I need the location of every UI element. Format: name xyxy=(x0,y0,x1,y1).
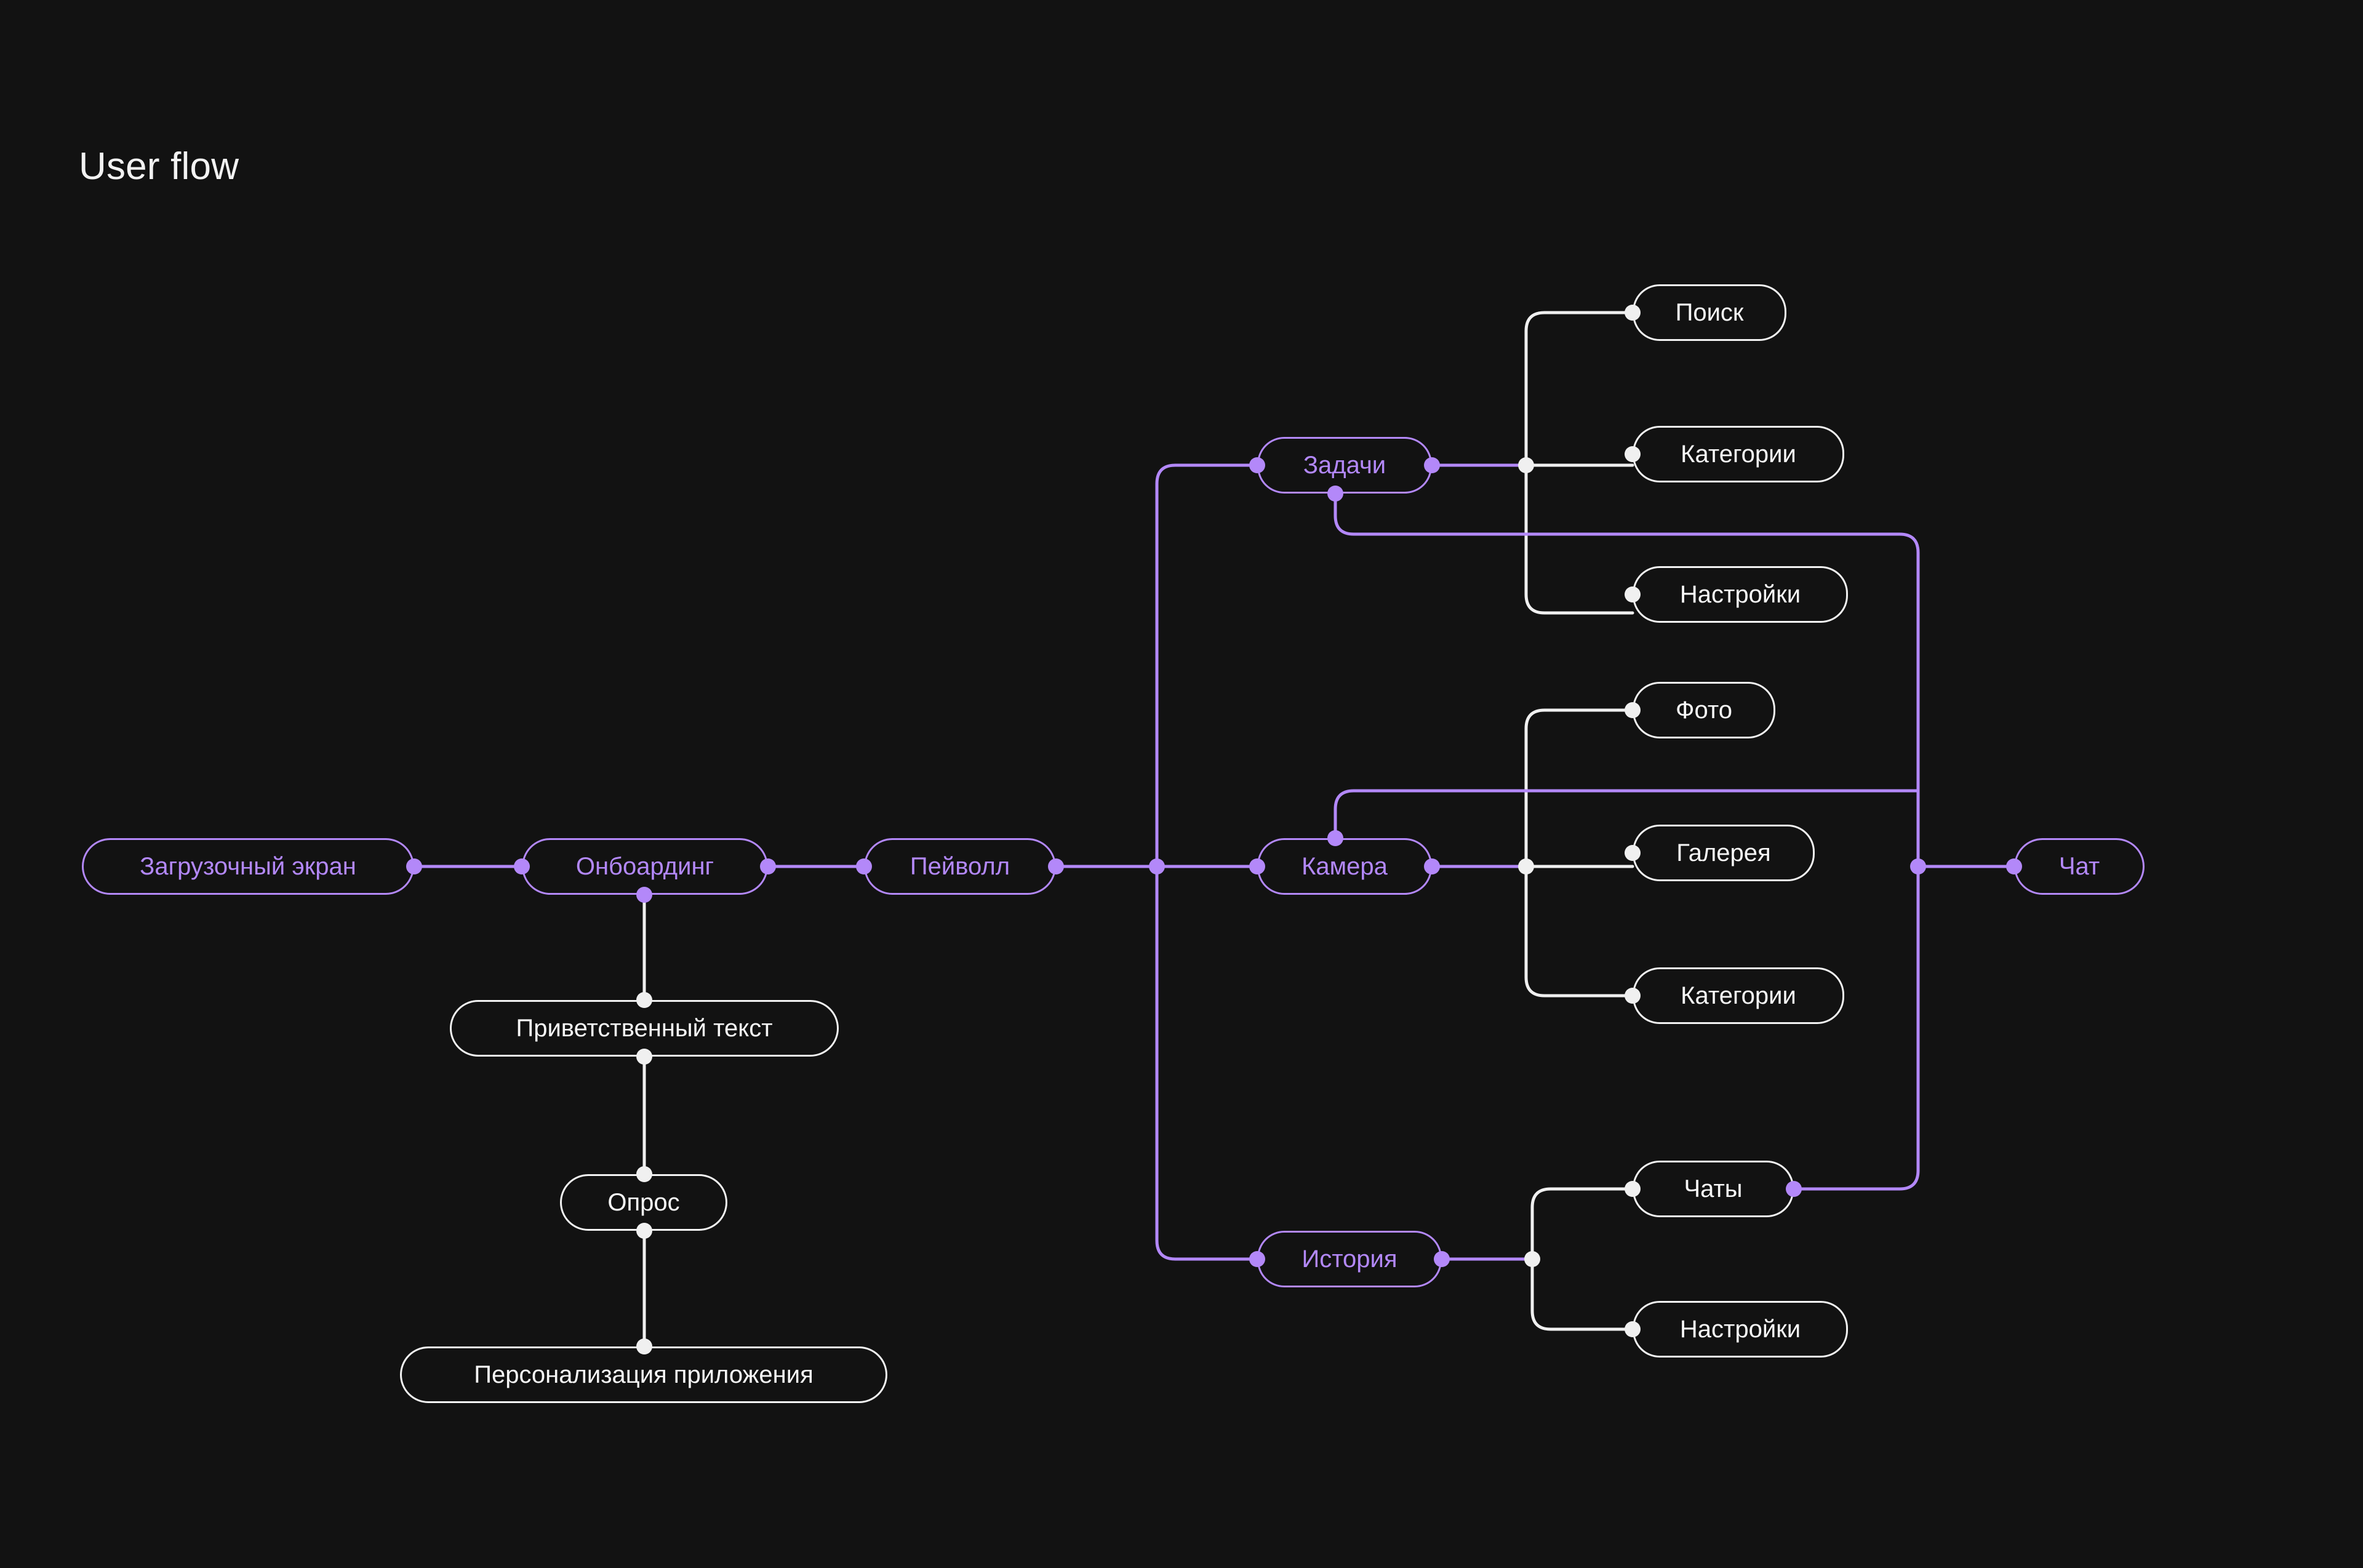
node-search[interactable]: Поиск xyxy=(1633,284,1786,341)
connector-dot-search-left[interactable] xyxy=(1625,305,1641,321)
node-label: Поиск xyxy=(1675,299,1744,326)
connector-dot-camera-branch-junction[interactable] xyxy=(1518,858,1534,874)
node-label: Чат xyxy=(2058,853,2100,880)
node-label: История xyxy=(1301,1246,1397,1273)
node-label: Опрос xyxy=(607,1189,680,1216)
connector-dot-survey-bottom[interactable] xyxy=(636,1223,652,1239)
edge-chats-chat xyxy=(1792,860,1920,1191)
node-label: Чаты xyxy=(1684,1175,1743,1202)
connector-dot-settings-tasks-left[interactable] xyxy=(1625,586,1641,602)
node-chats[interactable]: Чаты xyxy=(1633,1161,1794,1217)
connector-dot-history-right[interactable] xyxy=(1434,1251,1450,1267)
node-label: Галерея xyxy=(1676,839,1771,866)
connector-dot-photo-left[interactable] xyxy=(1625,702,1641,718)
edge-camera-photo xyxy=(1524,708,1634,868)
edge-tasks-search xyxy=(1524,311,1634,467)
edge-camera-categories xyxy=(1524,865,1634,998)
edge-tasks-chat xyxy=(1333,492,1920,863)
connector-dot-onboarding-left[interactable] xyxy=(514,858,530,874)
connector-dot-gallery-left[interactable] xyxy=(1625,845,1641,861)
node-settings-history[interactable]: Настройки xyxy=(1633,1301,1848,1358)
node-paywall[interactable]: Пейволл xyxy=(864,838,1056,895)
edge-junction-tasks xyxy=(1155,463,1259,868)
node-label: Камера xyxy=(1301,853,1388,880)
connector-dot-tasks-right[interactable] xyxy=(1424,457,1440,473)
connector-dot-loading-right[interactable] xyxy=(406,858,422,874)
node-history[interactable]: История xyxy=(1257,1231,1442,1287)
connector-dot-categories-tasks-left[interactable] xyxy=(1625,446,1641,462)
connector-dot-history-left[interactable] xyxy=(1249,1251,1265,1267)
node-settings-tasks[interactable]: Настройки xyxy=(1633,566,1848,623)
edge-tasks-settings xyxy=(1524,463,1634,615)
connector-dot-personalization-top[interactable] xyxy=(636,1338,652,1354)
node-loading-screen[interactable]: Загрузочный экран xyxy=(82,838,414,895)
node-label: Приветственный текст xyxy=(516,1015,773,1042)
connector-dot-tasks-branch-junction[interactable] xyxy=(1518,457,1534,473)
connector-dot-categories-camera-left[interactable] xyxy=(1625,988,1641,1004)
connector-dot-survey-top[interactable] xyxy=(636,1166,652,1182)
connector-dot-chats-left[interactable] xyxy=(1625,1181,1641,1197)
edge-history-chats xyxy=(1530,1187,1634,1261)
edge-history-settings xyxy=(1530,1257,1634,1331)
node-tasks[interactable]: Задачи xyxy=(1257,437,1432,494)
node-label: Пейволл xyxy=(910,853,1010,880)
connector-dot-camera-left[interactable] xyxy=(1249,858,1265,874)
node-categories-camera[interactable]: Категории xyxy=(1633,967,1844,1024)
node-gallery[interactable]: Галерея xyxy=(1633,825,1815,881)
connector-dot-chat-rail-junction[interactable] xyxy=(1910,858,1926,874)
node-label: Загрузочный экран xyxy=(140,853,356,880)
node-label: Фото xyxy=(1676,697,1732,724)
node-label: Категории xyxy=(1681,441,1796,468)
connector-dot-chat-left[interactable] xyxy=(2006,858,2022,874)
node-personalization[interactable]: Персонализация приложения xyxy=(400,1346,887,1403)
connector-dot-camera-top[interactable] xyxy=(1327,830,1343,846)
connector-dot-settings-history-left[interactable] xyxy=(1625,1321,1641,1337)
connector-dot-paywall-right[interactable] xyxy=(1048,858,1064,874)
node-label: Категории xyxy=(1681,982,1796,1009)
page-title: User flow xyxy=(79,145,239,188)
node-label: Онбоардинг xyxy=(575,853,714,880)
node-chat[interactable]: Чат xyxy=(2014,838,2145,895)
connector-dot-welcome-top[interactable] xyxy=(636,992,652,1008)
connector-dot-onboarding-bottom[interactable] xyxy=(636,887,652,903)
connector-dot-chats-right[interactable] xyxy=(1786,1181,1802,1197)
connector-dot-paywall-left[interactable] xyxy=(856,858,872,874)
connector-dot-history-branch-junction[interactable] xyxy=(1524,1251,1540,1267)
node-photo[interactable]: Фото xyxy=(1633,682,1775,738)
node-label: Персонализация приложения xyxy=(474,1361,814,1388)
edge-junction-history xyxy=(1155,865,1259,1261)
node-label: Задачи xyxy=(1303,452,1386,479)
connector-dot-tasks-bottom[interactable] xyxy=(1327,486,1343,502)
node-categories-tasks[interactable]: Категории xyxy=(1633,426,1844,482)
node-label: Настройки xyxy=(1679,1316,1801,1343)
node-camera[interactable]: Камера xyxy=(1257,838,1432,895)
connector-dot-tasks-left[interactable] xyxy=(1249,457,1265,473)
connector-dot-camera-right[interactable] xyxy=(1424,858,1440,874)
connector-dot-welcome-bottom[interactable] xyxy=(636,1049,652,1065)
connector-dot-onboarding-right[interactable] xyxy=(760,858,776,874)
node-label: Настройки xyxy=(1679,581,1801,608)
connector-dot-paywall-fanout-junction[interactable] xyxy=(1149,858,1165,874)
